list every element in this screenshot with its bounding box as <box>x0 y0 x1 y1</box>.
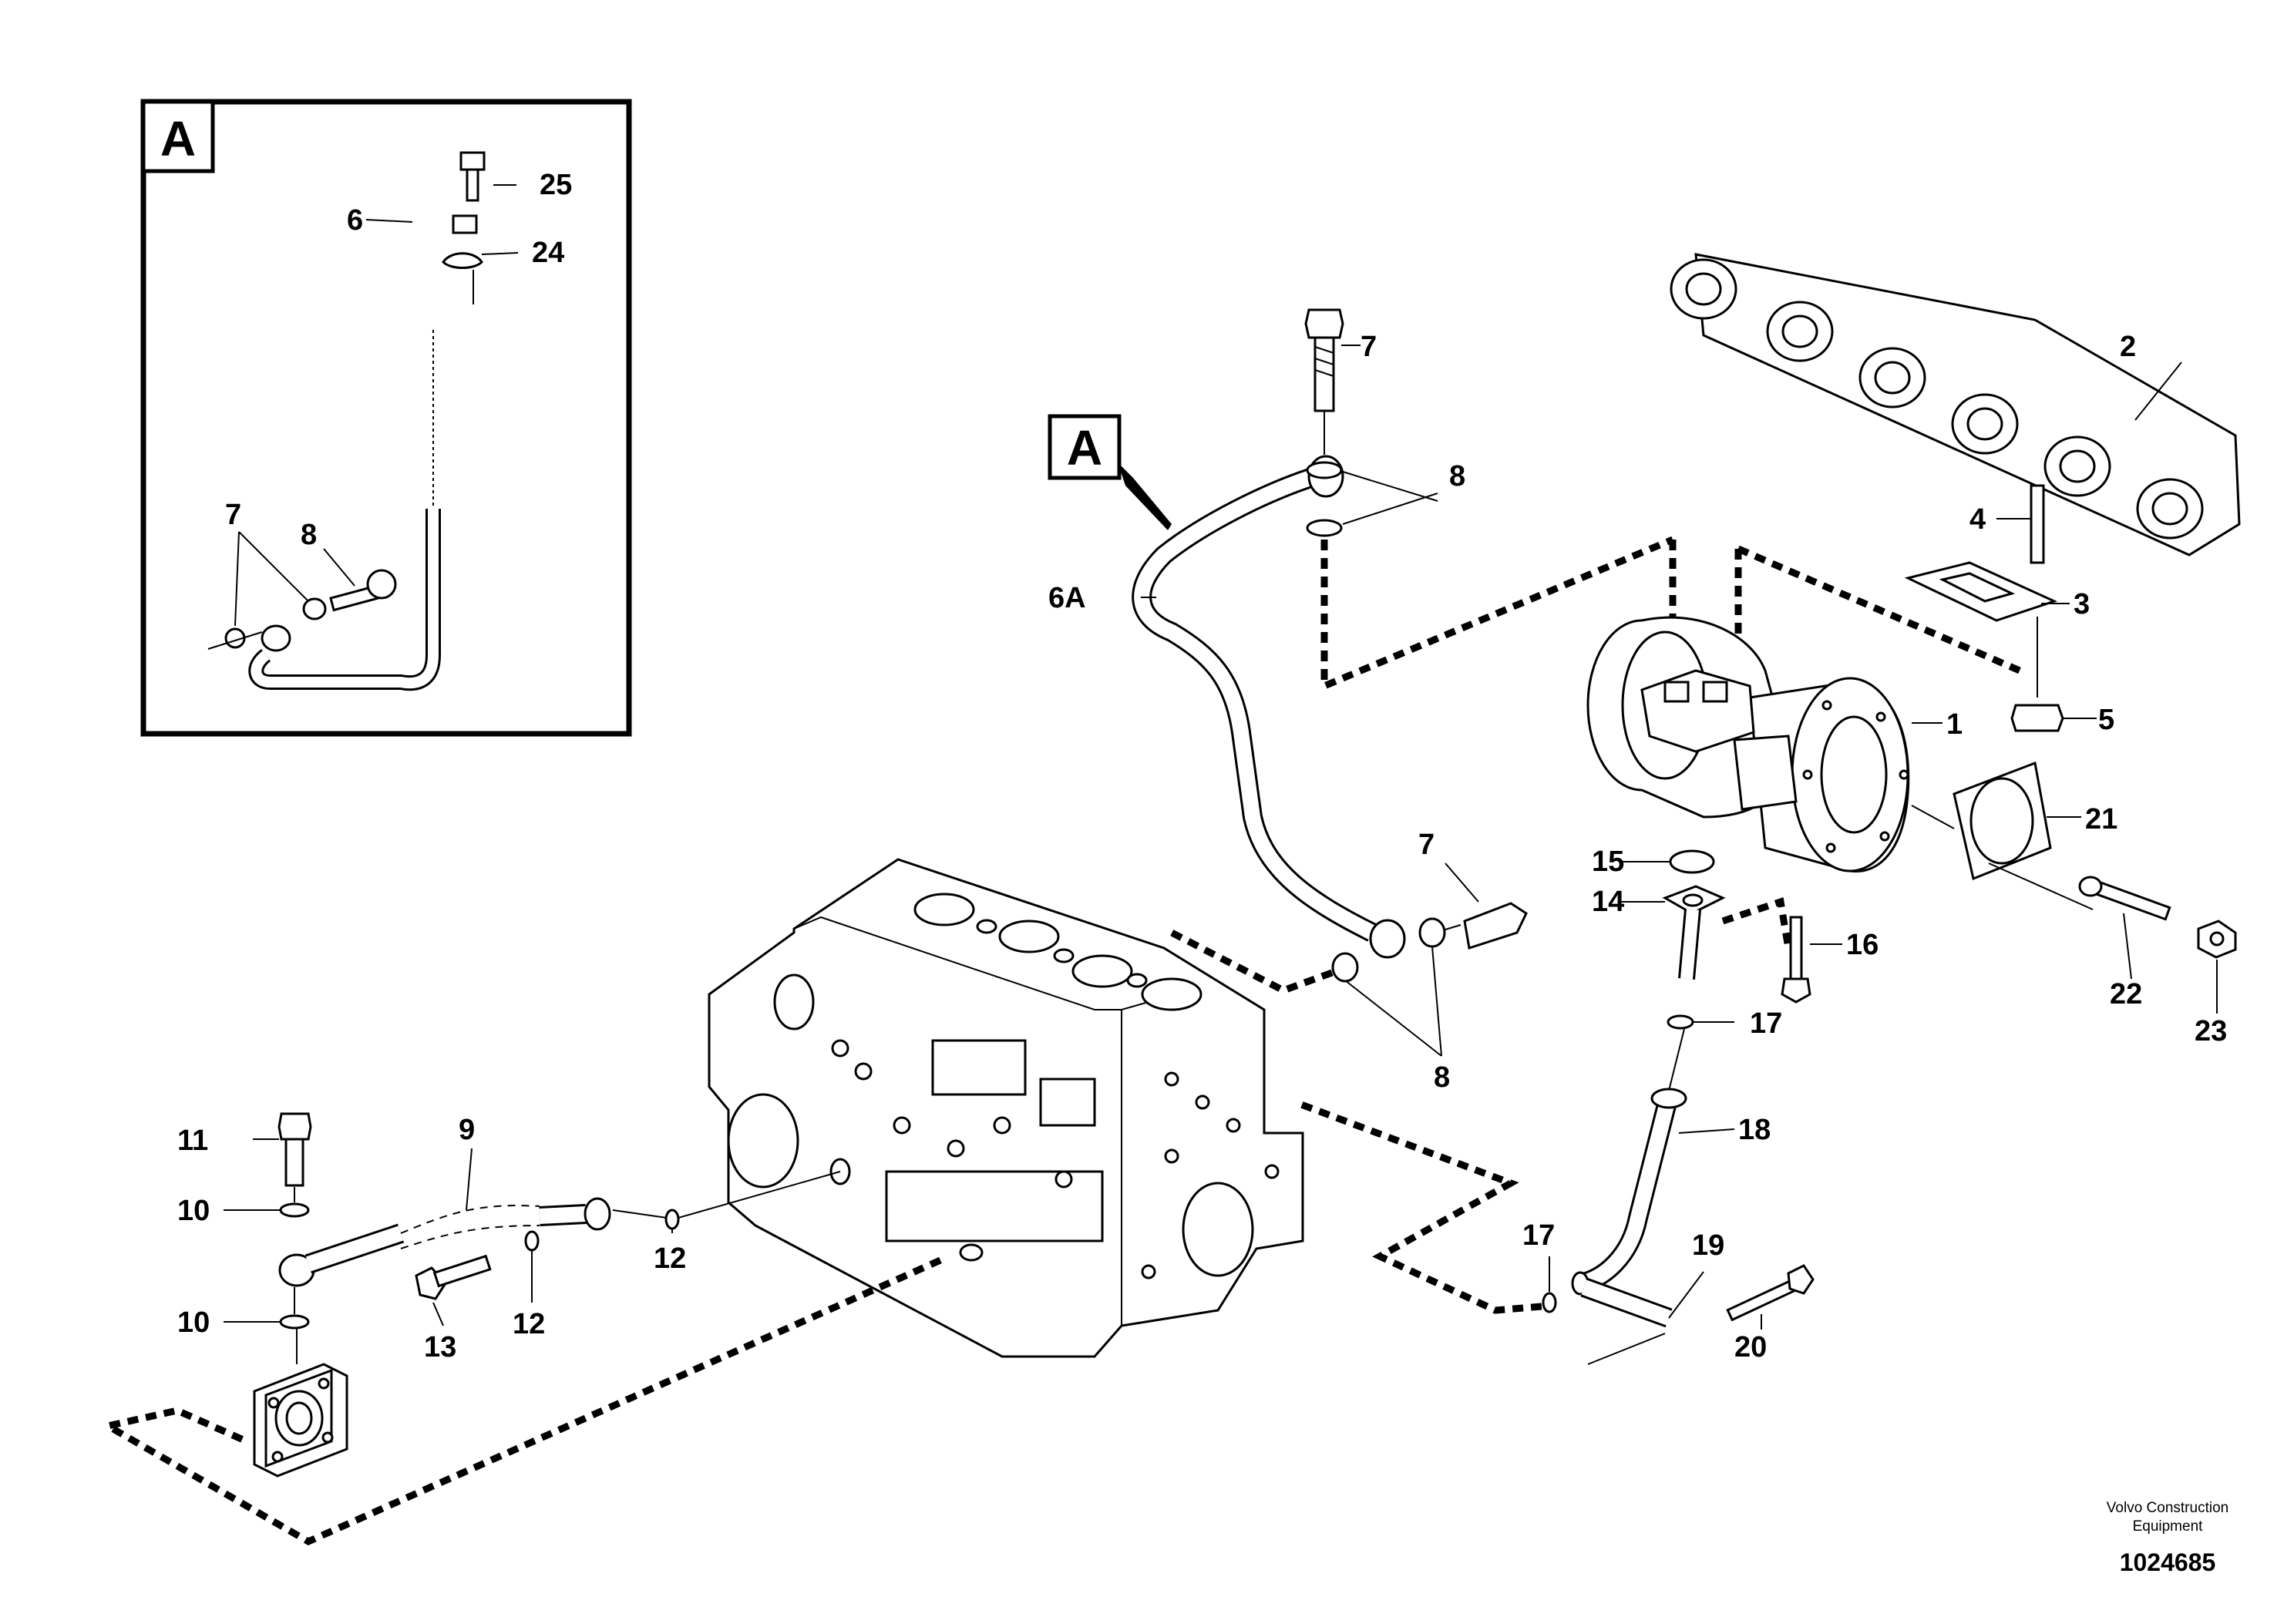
label-8-mid: 8 <box>1434 1061 1450 1094</box>
label-15: 15 <box>1592 846 1624 878</box>
oil-pipe-9 <box>278 1197 611 1287</box>
label-7-top: 7 <box>1361 331 1377 363</box>
hose-19 <box>1580 1277 1673 1328</box>
label-5: 5 <box>2098 704 2114 736</box>
label-2: 2 <box>2120 331 2136 363</box>
engine-block <box>708 858 1304 1358</box>
label-16: 16 <box>1846 929 1879 961</box>
assembly-line-left <box>98 1256 942 1546</box>
bolt-7-top <box>1304 308 1344 412</box>
inset-letter: A <box>160 111 196 166</box>
stud-4 <box>2030 484 2045 564</box>
bolt-13 <box>415 1254 492 1300</box>
filter-housing <box>253 1363 348 1478</box>
o-ring-12-b <box>524 1230 540 1252</box>
oil-return-tube-18 <box>1571 1088 1687 1296</box>
nut-23 <box>2197 920 2237 959</box>
turbocharger-1 <box>1586 616 1910 873</box>
label-6a: 6A <box>1048 582 1086 614</box>
inset-washer-right <box>302 597 327 620</box>
label-17-lower: 17 <box>1522 1219 1555 1252</box>
label-7-mid: 7 <box>1418 829 1435 861</box>
gasket-21 <box>1953 761 2052 881</box>
o-ring-17-lower <box>1542 1292 1557 1313</box>
assembly-line-top <box>1320 536 1674 691</box>
label-4: 4 <box>1969 503 1986 536</box>
washer-8-top-a <box>1306 461 1343 479</box>
label-12-a: 12 <box>654 1242 686 1275</box>
credit-line-1: Volvo Construction <box>2107 1500 2228 1516</box>
label-20: 20 <box>1734 1331 1767 1363</box>
label-14: 14 <box>1592 886 1624 918</box>
label-8-top: 8 <box>1449 460 1465 493</box>
bolt-22 <box>2078 876 2171 921</box>
exhaust-manifold-2 <box>1670 253 2241 556</box>
callout-letter: A <box>1067 420 1102 476</box>
label-10-top: 10 <box>177 1195 210 1227</box>
washer-8-mid-a <box>1418 917 1446 948</box>
washer-8-top-b <box>1306 519 1343 537</box>
nut-5 <box>2010 704 2064 732</box>
label-1: 1 <box>1946 708 1963 741</box>
label-7-inset: 7 <box>225 499 241 531</box>
gasket-15 <box>1669 849 1715 874</box>
bolt-16 <box>1781 916 1811 1004</box>
label-17-upper: 17 <box>1750 1007 1782 1040</box>
callout-a: A <box>1048 414 1172 530</box>
washer-8-mid-b <box>1331 952 1359 983</box>
label-13: 13 <box>424 1331 456 1363</box>
o-ring-10-bottom <box>279 1314 310 1330</box>
bolt-7-mid <box>1429 902 1528 950</box>
inset-clamp-24 <box>442 214 483 304</box>
label-6: 6 <box>347 204 363 237</box>
label-12-b: 12 <box>513 1308 545 1340</box>
inset-banjo-bolt-8 <box>329 569 397 612</box>
document-number: 1024685 <box>2120 1548 2216 1576</box>
label-8-inset: 8 <box>301 519 317 551</box>
label-19: 19 <box>1692 1229 1724 1262</box>
inset-hose-6 <box>248 189 476 691</box>
label-25: 25 <box>540 169 572 201</box>
label-3: 3 <box>2074 588 2090 620</box>
assembly-line-right <box>1293 1098 1542 1314</box>
o-ring-10-top <box>279 1202 310 1218</box>
label-22: 22 <box>2110 978 2142 1010</box>
label-10-bottom: 10 <box>177 1306 210 1339</box>
label-23: 23 <box>2195 1015 2227 1047</box>
inset-bolt-25 <box>459 151 486 202</box>
drain-tube-upper <box>1678 909 1701 980</box>
label-24: 24 <box>532 237 564 269</box>
o-ring-12-a <box>664 1209 680 1230</box>
bolt-11 <box>278 1112 312 1187</box>
gasket-3 <box>1904 561 2058 622</box>
oil-pipe-6a <box>1132 455 1406 959</box>
label-18: 18 <box>1738 1114 1771 1146</box>
label-9: 9 <box>459 1114 475 1146</box>
label-11: 11 <box>177 1125 208 1157</box>
credit-line-2: Equipment <box>2133 1518 2204 1535</box>
flange-14 <box>1662 885 1726 915</box>
o-ring-17-upper <box>1667 1014 1694 1030</box>
label-21: 21 <box>2085 803 2117 836</box>
bolt-20 <box>1726 1264 1815 1322</box>
inset-detail-a: A <box>140 99 632 737</box>
